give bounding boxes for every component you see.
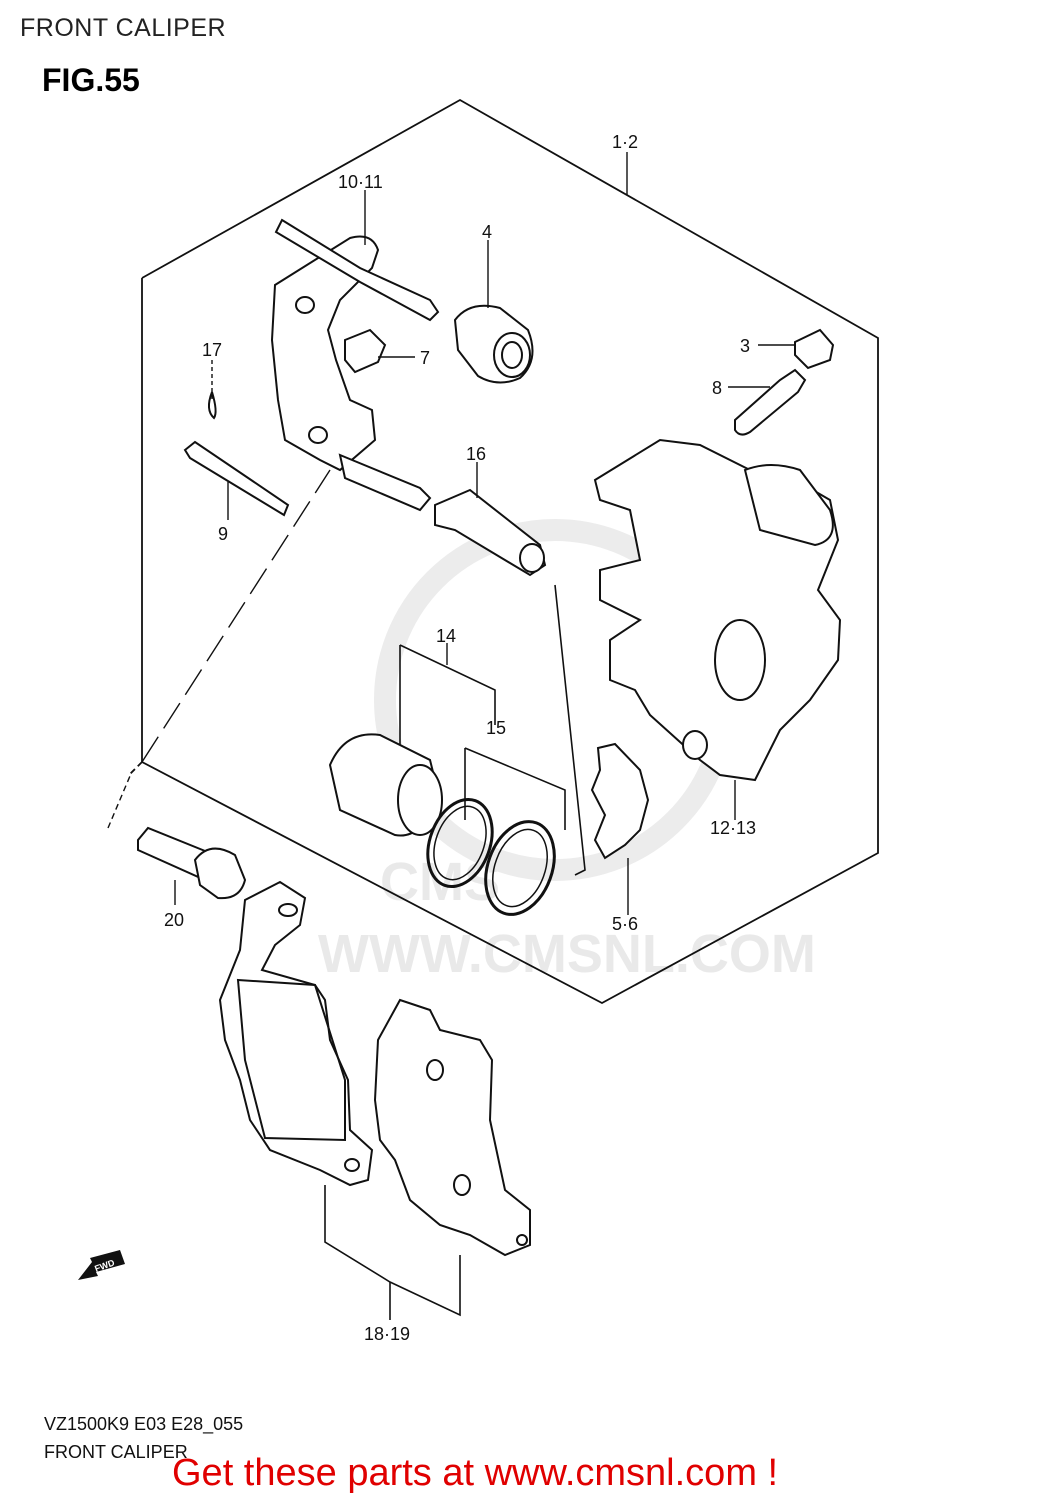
- pin-boot: [453, 304, 534, 384]
- piston-seal: [426, 797, 494, 889]
- page-header-title: FRONT CALIPER: [20, 14, 227, 42]
- figure-label: FIG.55: [42, 62, 140, 98]
- promo-link-text[interactable]: Get these parts at www.cmsnl.com !: [172, 1452, 779, 1494]
- callout-12-13: 12·13: [710, 818, 756, 838]
- forward-arrow-icon: FWD: [78, 1250, 125, 1280]
- callout-16: 16: [466, 444, 486, 464]
- brake-pad-outer: [218, 880, 374, 1187]
- bleeder-valve: [734, 368, 807, 436]
- caliper-body: [593, 438, 842, 782]
- callout-3: 3: [740, 336, 750, 356]
- callout-4: 4: [482, 222, 492, 242]
- callout-9: 9: [218, 524, 228, 544]
- pad-pin: [183, 391, 290, 517]
- callout-15: 15: [486, 718, 506, 738]
- caliper-bracket: [270, 218, 440, 512]
- leader-lines: [107, 152, 795, 915]
- callout-20: 20: [164, 910, 184, 930]
- mounting-bolt: [137, 826, 247, 900]
- figure-name: FRONT CALIPER: [44, 1442, 188, 1462]
- callout-8: 8: [712, 378, 722, 398]
- seal-group-lines: [399, 584, 586, 876]
- callout-7: 7: [420, 348, 430, 368]
- bracket-clip: [344, 328, 387, 374]
- pad-group-lines: [324, 1185, 461, 1320]
- callout-10-11: 10·11: [338, 172, 383, 192]
- callout-14: 14: [436, 626, 456, 646]
- callout-18-19: 18·19: [364, 1324, 410, 1344]
- callout-1-2: 1·2: [612, 132, 638, 152]
- pad-spring: [590, 742, 650, 860]
- slide-pin: [434, 488, 547, 577]
- piston: [328, 733, 443, 837]
- callout-17: 17: [202, 340, 222, 360]
- watermark-url-text: WWW.CMSNL.COM: [318, 924, 816, 984]
- dust-seal: [484, 820, 556, 916]
- brake-pad-inner: [373, 998, 531, 1257]
- bleeder-cap: [794, 328, 835, 370]
- figure-code: VZ1500K9 E03 E28_055: [44, 1414, 244, 1434]
- callout-5-6: 5·6: [612, 914, 638, 934]
